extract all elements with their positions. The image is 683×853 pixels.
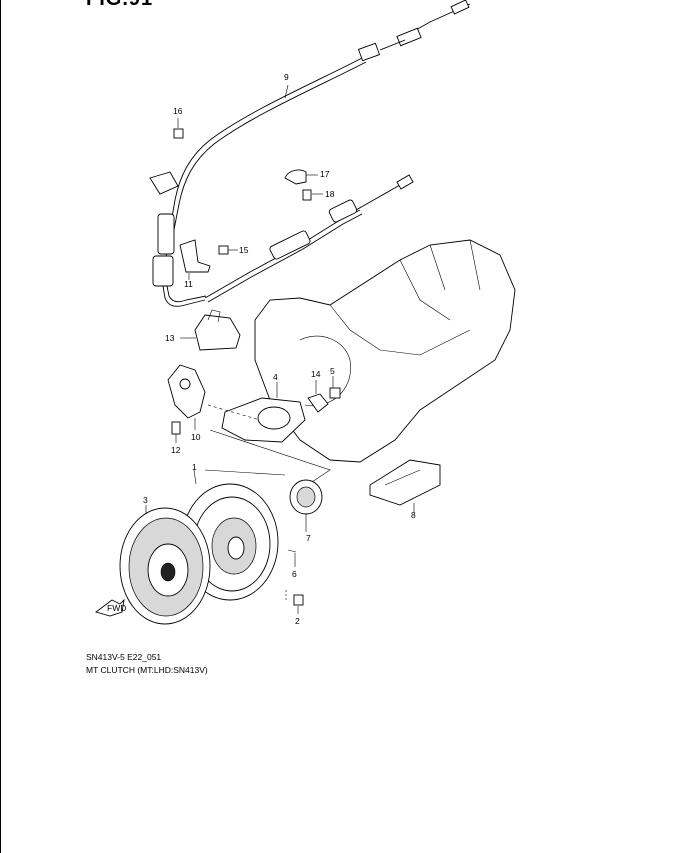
diagram-caption: MT CLUTCH (MT:LHD:SN413V) — [86, 665, 208, 675]
callout-13: 13 — [165, 333, 175, 343]
part-17-clamp — [284, 169, 318, 185]
callout-12: 12 — [171, 445, 181, 455]
callout-1: 1 — [192, 462, 197, 472]
figure-title: FIG.91 — [86, 0, 153, 11]
part-14-clip — [307, 380, 329, 413]
part-2-bolt — [285, 590, 304, 614]
callout-4: 4 — [273, 372, 278, 382]
callout-10: 10 — [191, 432, 201, 442]
callout-5: 5 — [330, 366, 335, 376]
part-16-bolt — [173, 118, 184, 139]
callout-11: 11 — [184, 279, 193, 289]
callout-8: 8 — [411, 510, 416, 520]
callout-2: 2 — [295, 616, 300, 626]
part-8-cover — [369, 459, 441, 513]
part-11-bracket — [179, 239, 211, 280]
part-7-release-bearing — [289, 479, 323, 532]
fwd-label: FWD — [107, 603, 126, 613]
part-13-bracket — [180, 309, 241, 351]
callout-14: 14 — [311, 369, 321, 379]
page-frame-border — [0, 0, 1, 853]
callout-7: 7 — [306, 533, 311, 543]
part-15-bolt — [218, 245, 238, 255]
part-18-bolt — [302, 189, 323, 201]
callout-6: 6 — [292, 569, 297, 579]
part-4-release-fork-assembly — [221, 382, 306, 443]
part-5-pivot — [329, 376, 341, 399]
part-3-clutch-disc — [119, 505, 211, 625]
callout-labels: 9 16 17 18 15 11 13 4 14 5 10 12 1 3 8 7… — [143, 72, 416, 626]
callout-16: 16 — [173, 106, 183, 116]
callout-17: 17 — [320, 169, 330, 179]
part-6-spring — [287, 549, 297, 567]
callout-9: 9 — [284, 72, 289, 82]
callout-15: 15 — [239, 245, 249, 255]
part-10-release-fork — [167, 364, 206, 430]
fwd-direction-arrow: FWD — [95, 598, 126, 617]
part-12-bolt — [171, 421, 181, 443]
part-9-clutch-cable — [149, 0, 471, 307]
diagram-code: SN413V-5 E22_051 — [86, 652, 162, 662]
callout-18: 18 — [325, 189, 335, 199]
callout-3: 3 — [143, 495, 148, 505]
